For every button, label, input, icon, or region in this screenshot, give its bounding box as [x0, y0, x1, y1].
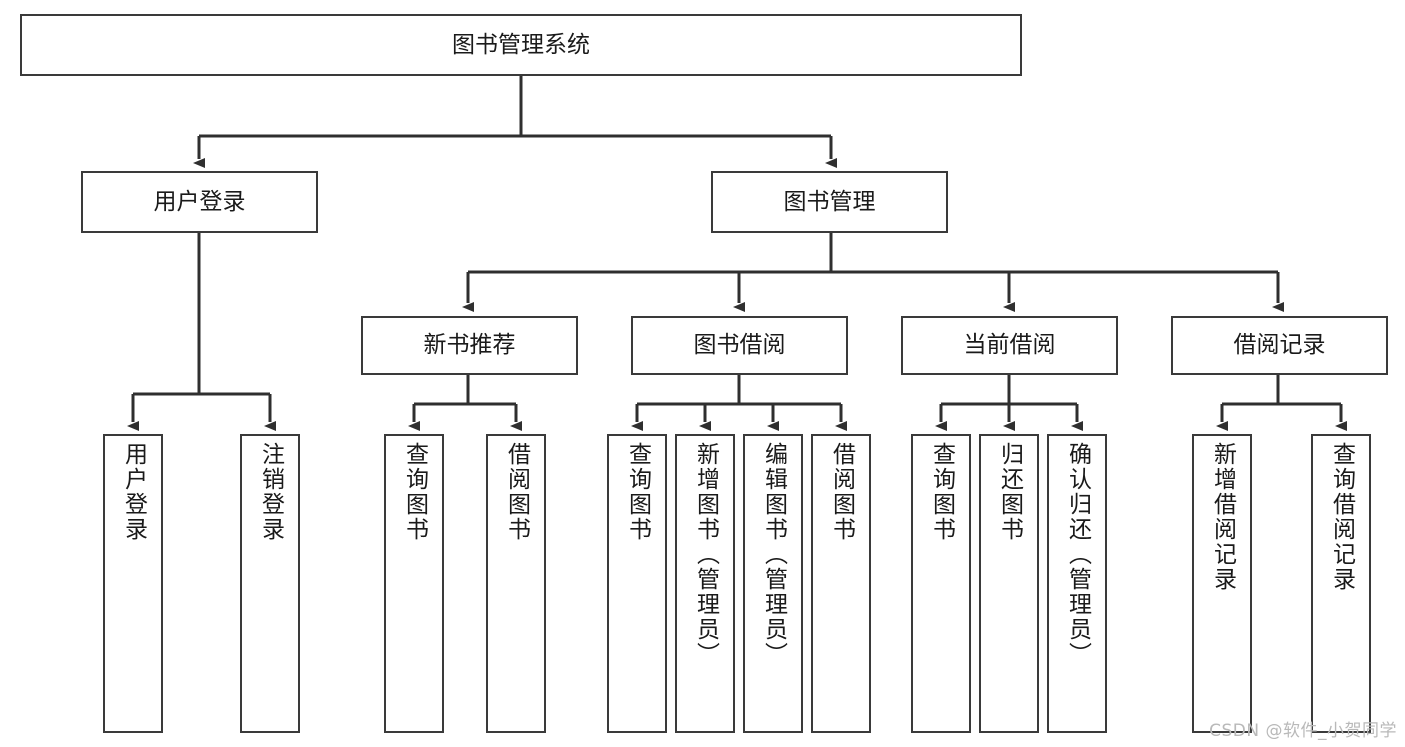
node-leaf-query-book-1[interactable]: 查询图书 [384, 434, 444, 733]
node-current-borrow-label: 当前借阅 [963, 332, 1056, 359]
node-leaf-query-record[interactable]: 查询借阅记录 [1311, 434, 1371, 733]
node-leaf-query-book-1-label: 查询图书 [401, 442, 428, 542]
node-book-manage[interactable]: 图书管理 [711, 171, 948, 233]
node-borrow-record[interactable]: 借阅记录 [1171, 316, 1388, 375]
node-leaf-query-book-2[interactable]: 查询图书 [607, 434, 667, 733]
node-leaf-borrow-book-2-label: 借阅图书 [828, 442, 855, 542]
node-user-login-label: 用户登录 [153, 188, 246, 215]
node-current-borrow[interactable]: 当前借阅 [901, 316, 1118, 375]
node-book-borrow-label: 图书借阅 [693, 332, 786, 359]
node-leaf-borrow-book-1[interactable]: 借阅图书 [486, 434, 546, 733]
node-leaf-user-login-label: 用户登录 [120, 442, 147, 542]
node-leaf-edit-book-label: 编辑图书（管理员） [760, 442, 787, 667]
node-book-manage-label: 图书管理 [783, 188, 876, 215]
node-leaf-add-book-label: 新增图书（管理员） [692, 442, 719, 667]
node-leaf-query-record-label: 查询借阅记录 [1328, 442, 1355, 592]
node-leaf-confirm-return[interactable]: 确认归还（管理员） [1047, 434, 1107, 733]
node-user-login[interactable]: 用户登录 [81, 171, 318, 233]
node-leaf-logout[interactable]: 注销登录 [240, 434, 300, 733]
node-root[interactable]: 图书管理系统 [20, 14, 1022, 76]
node-leaf-query-book-3-label: 查询图书 [928, 442, 955, 542]
node-leaf-return-book-label: 归还图书 [996, 442, 1023, 542]
node-book-borrow[interactable]: 图书借阅 [631, 316, 848, 375]
node-leaf-add-record[interactable]: 新增借阅记录 [1192, 434, 1252, 733]
watermark: CSDN @软件_小贺同学 [1209, 721, 1397, 741]
node-leaf-logout-label: 注销登录 [257, 442, 284, 542]
node-leaf-add-record-label: 新增借阅记录 [1209, 442, 1236, 592]
node-leaf-borrow-book-1-label: 借阅图书 [503, 442, 530, 542]
node-leaf-add-book[interactable]: 新增图书（管理员） [675, 434, 735, 733]
node-leaf-query-book-3[interactable]: 查询图书 [911, 434, 971, 733]
node-leaf-query-book-2-label: 查询图书 [624, 442, 651, 542]
node-new-book-rec-label: 新书推荐 [423, 332, 516, 359]
node-borrow-record-label: 借阅记录 [1233, 332, 1326, 359]
node-root-label: 图书管理系统 [452, 31, 590, 58]
node-leaf-user-login[interactable]: 用户登录 [103, 434, 163, 733]
node-leaf-edit-book[interactable]: 编辑图书（管理员） [743, 434, 803, 733]
node-leaf-confirm-return-label: 确认归还（管理员） [1064, 442, 1091, 667]
node-new-book-rec[interactable]: 新书推荐 [361, 316, 578, 375]
node-leaf-borrow-book-2[interactable]: 借阅图书 [811, 434, 871, 733]
node-leaf-return-book[interactable]: 归还图书 [979, 434, 1039, 733]
